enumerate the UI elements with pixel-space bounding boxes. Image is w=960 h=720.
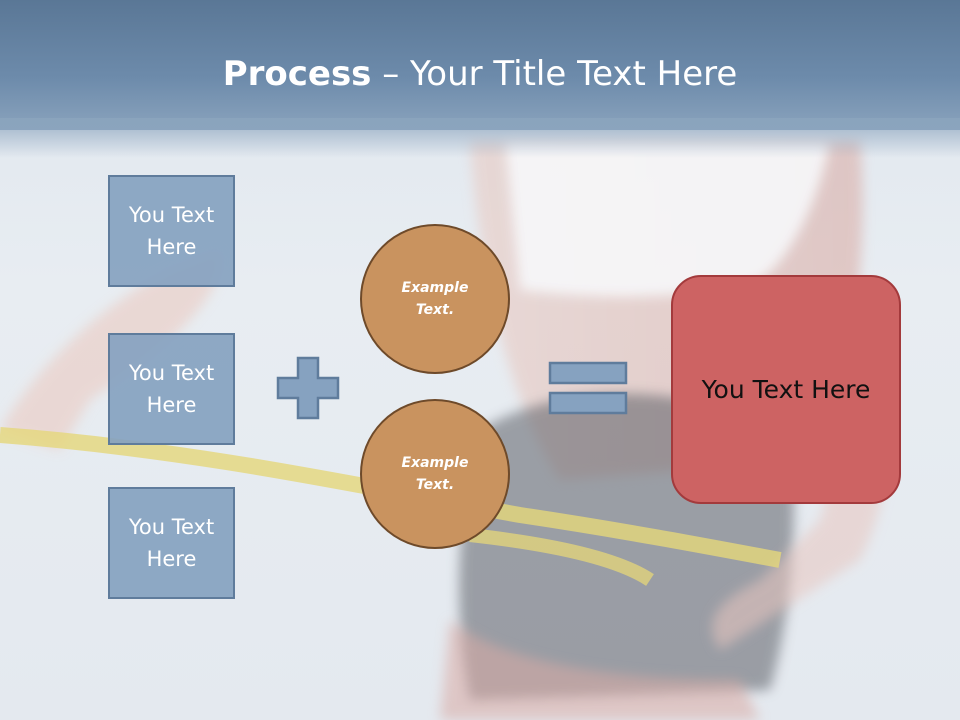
example-circle-2[interactable]: Example Text. [360,399,510,549]
example-circle-1[interactable]: Example Text. [360,224,510,374]
title-bar [0,0,960,130]
example-circle-1-label: Example Text. [401,280,469,318]
text-box-3[interactable]: You Text Here [108,487,235,599]
text-box-1[interactable]: You Text Here [108,175,235,287]
result-box[interactable]: You Text Here [671,275,901,504]
title-bold: Process [222,54,372,94]
slide-title[interactable]: Process – Your Title Text Here [0,52,960,96]
plus-icon[interactable] [276,356,340,420]
text-box-2-label: You Text Here [128,361,215,417]
result-box-label: You Text Here [701,375,871,404]
text-box-1-label: You Text Here [128,203,215,259]
equals-icon[interactable] [548,361,630,417]
text-box-3-label: You Text Here [128,515,215,571]
title-bar-fade [0,118,960,158]
text-box-2[interactable]: You Text Here [108,333,235,445]
title-rest: – Your Title Text Here [371,54,738,94]
example-circle-2-label: Example Text. [401,455,469,493]
